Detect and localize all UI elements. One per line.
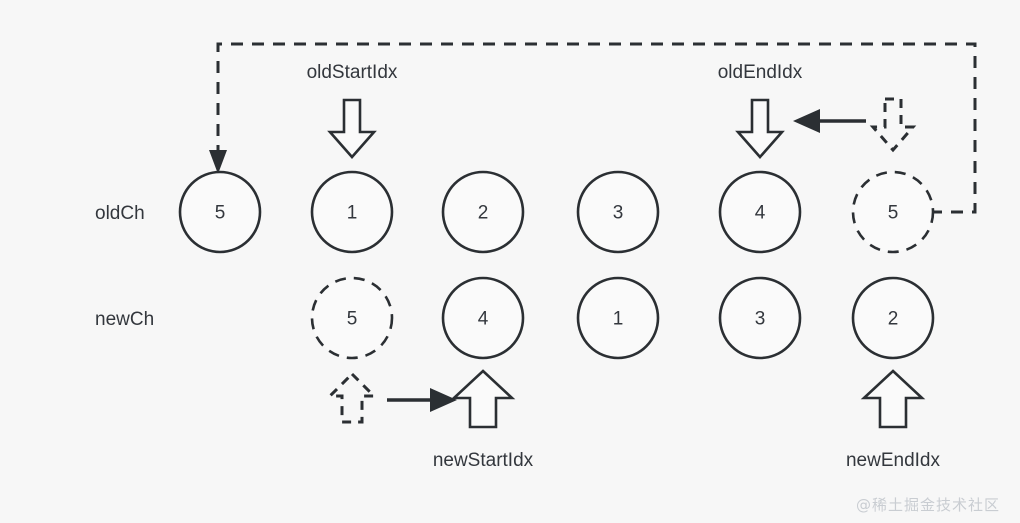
arrow-down-dashed-icon — [869, 97, 917, 153]
move-arrow-newstartidx-right — [387, 388, 457, 412]
move-arrow-head-right — [430, 388, 457, 412]
row-label-oldch: oldCh — [95, 203, 145, 224]
watermark: @稀土掘金技术社区 — [855, 496, 1000, 514]
node-value: 1 — [613, 309, 624, 330]
node-circle[interactable] — [441, 276, 525, 360]
pointer-oldendidx: oldEndIdx — [718, 62, 803, 159]
node-value: 5 — [215, 203, 226, 224]
pointer-oldstartidx: oldStartIdx — [307, 62, 398, 159]
node-oldch-3[interactable]: 3 — [576, 170, 660, 254]
node-value: 1 — [347, 203, 358, 224]
node-newch-0[interactable]: 5 — [310, 276, 394, 360]
node-oldch-5[interactable]: 5 — [851, 170, 935, 254]
pointer-oldendidx-previous — [869, 97, 917, 153]
pointer-newstartidx: newStartIdx — [433, 369, 534, 471]
arrow-down-icon — [735, 98, 785, 159]
row-label-newch: newCh — [95, 309, 154, 330]
node-circle[interactable] — [178, 170, 262, 254]
pointer-label-newstartidx: newStartIdx — [433, 450, 534, 471]
node-circle[interactable] — [851, 276, 935, 360]
node-circle-dashed[interactable] — [851, 170, 935, 254]
route-dashed-path — [216, 42, 977, 214]
node-value: 4 — [755, 203, 766, 224]
route-arrowhead — [209, 150, 227, 174]
node-value: 3 — [613, 203, 624, 224]
pointer-label-newendidx: newEndIdx — [846, 450, 941, 471]
node-circle[interactable] — [718, 276, 802, 360]
pointer-newendidx: newEndIdx — [846, 369, 941, 471]
node-newch-2[interactable]: 1 — [576, 276, 660, 360]
node-oldch-0[interactable]: 5 — [178, 170, 262, 254]
arrow-up-dashed-icon — [326, 371, 378, 424]
node-value: 2 — [478, 203, 489, 224]
node-move-route — [209, 42, 977, 214]
node-circle[interactable] — [576, 276, 660, 360]
move-arrow-head-left — [793, 109, 820, 133]
arrow-up-icon — [860, 369, 926, 429]
pointer-label-oldstartidx: oldStartIdx — [307, 62, 398, 83]
arrow-down-icon — [327, 98, 377, 159]
node-newch-3[interactable]: 3 — [718, 276, 802, 360]
row-newch: newCh 5 4 1 3 2 — [95, 276, 935, 360]
node-value: 4 — [478, 309, 489, 330]
node-value: 5 — [888, 203, 899, 224]
node-value: 5 — [347, 309, 358, 330]
node-circle[interactable] — [576, 170, 660, 254]
node-oldch-1[interactable]: 1 — [310, 170, 394, 254]
node-newch-1[interactable]: 4 — [441, 276, 525, 360]
pointer-newstartidx-previous — [326, 371, 378, 424]
row-oldch: oldCh 5 1 2 3 4 — [95, 170, 935, 254]
node-circle-dashed[interactable] — [310, 276, 394, 360]
node-circle[interactable] — [441, 170, 525, 254]
node-value: 2 — [888, 309, 899, 330]
pointer-label-oldendidx: oldEndIdx — [718, 62, 803, 83]
move-arrow-oldendidx-left — [793, 109, 866, 133]
node-circle[interactable] — [718, 170, 802, 254]
arrow-up-icon — [450, 369, 516, 429]
node-oldch-2[interactable]: 2 — [441, 170, 525, 254]
node-circle[interactable] — [310, 170, 394, 254]
node-newch-4[interactable]: 2 — [851, 276, 935, 360]
node-oldch-4[interactable]: 4 — [718, 170, 802, 254]
node-value: 3 — [755, 309, 766, 330]
